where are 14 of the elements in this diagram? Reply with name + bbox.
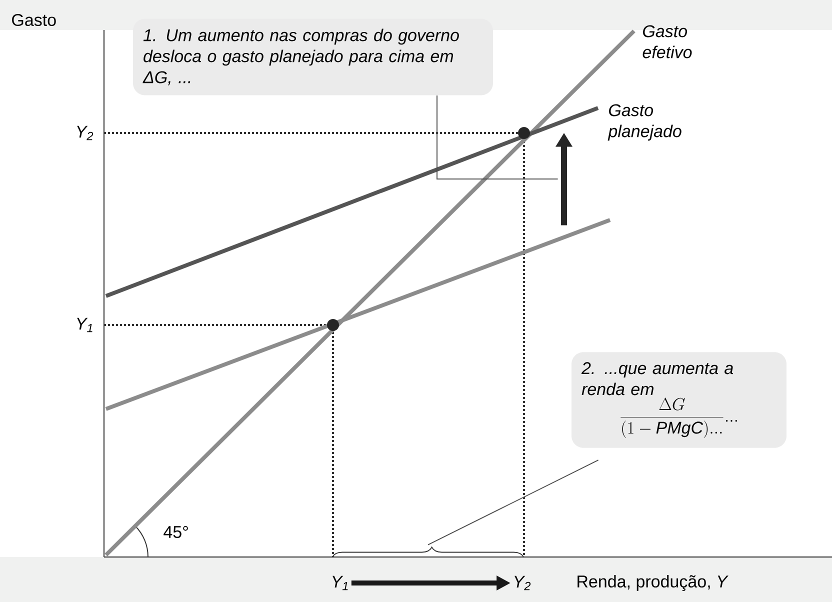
callout-box: 1. Um aumento nas compras do governo desloca o gasto planejado para cima em ΔG, ... xyxy=(133,18,493,96)
axis-label: Y$_{2}$ xyxy=(77,126,94,140)
brace xyxy=(332,546,524,558)
leader-line xyxy=(428,460,599,546)
callout-box: 2. ...que aumenta a renda em $\frac{\Delta G}{(1-\mathit{PMgC})...}...$ xyxy=(572,352,786,448)
axis-label: Y$_{2}$ xyxy=(514,576,531,590)
axis-label: Gasto xyxy=(12,14,56,26)
axis-label: Y$_{1}$ xyxy=(332,576,348,590)
axis-label: Y$_{1}$ xyxy=(77,318,92,332)
axis-label: Renda, produção, Y xyxy=(578,575,728,591)
axis-label: Gasto planejado xyxy=(608,104,682,141)
leader-line xyxy=(436,94,558,180)
axis-label: Gasto efetivo xyxy=(642,25,692,58)
axis-label: 45° xyxy=(164,526,188,538)
